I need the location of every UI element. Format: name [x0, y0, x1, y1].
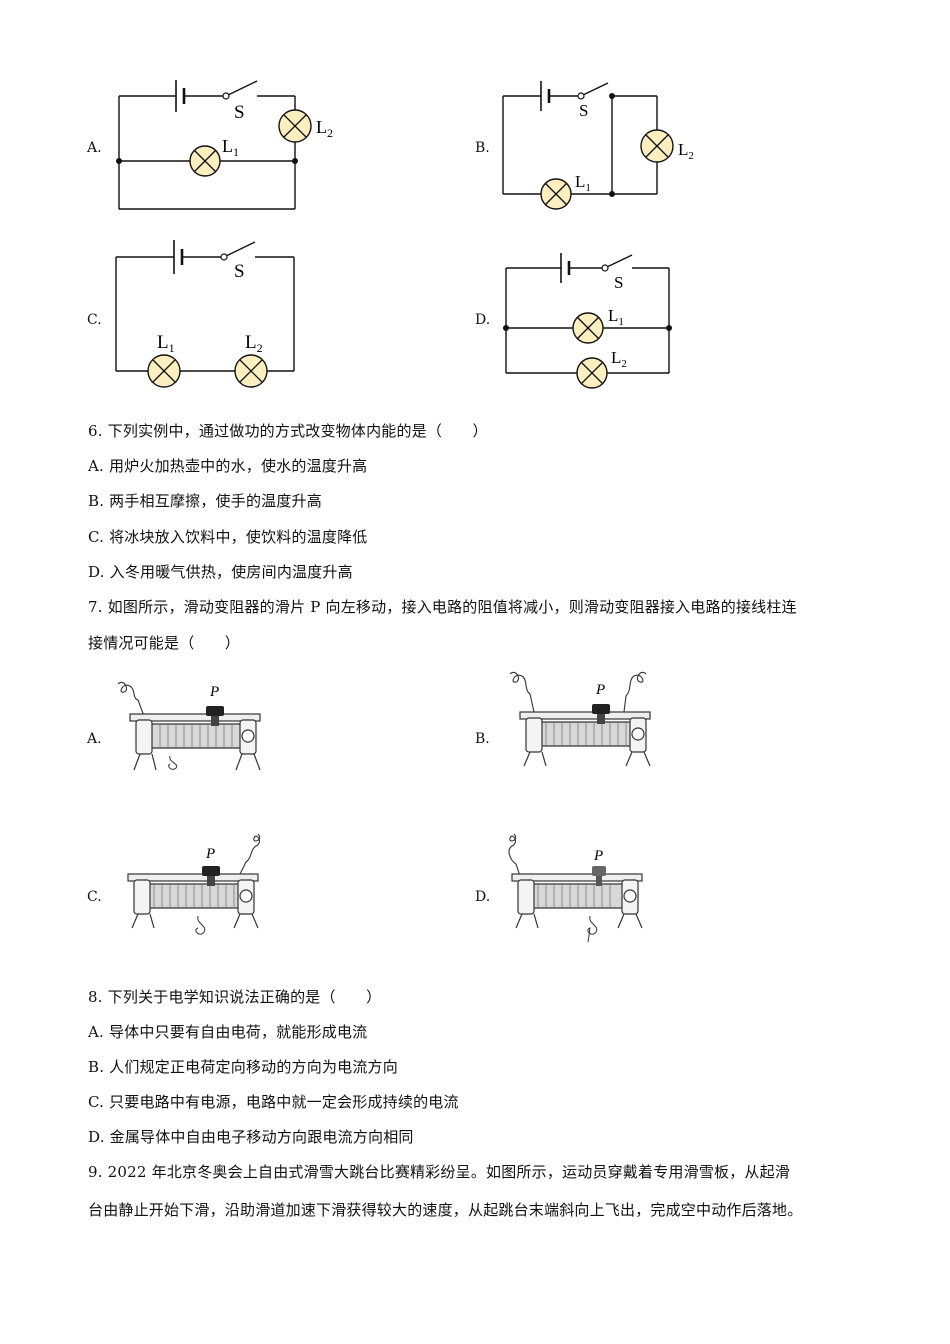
q6-stem: 6. 下列实例中，通过做功的方式改变物体内能的是（ ）: [88, 422, 488, 440]
q7-stem-line2: 接情况可能是（ ）: [88, 634, 241, 652]
q7-option-c-label[interactable]: C.: [87, 889, 102, 905]
q8-option-c[interactable]: C. 只要电路中有电源，电路中就一定会形成持续的电流: [88, 1093, 459, 1111]
lamp-l2-icon: [576, 357, 608, 389]
q8-option-d[interactable]: D. 金属导体中自由电子移动方向跟电流方向相同: [88, 1128, 414, 1146]
circuit-diagram-d: S L1 L2: [503, 253, 672, 389]
lamp-l1-label: L1: [575, 172, 591, 194]
lamp-l2-label: L2: [316, 117, 333, 140]
q6-option-a[interactable]: A. 用炉火加热壶中的水，使水的温度升高: [88, 457, 368, 475]
circuit-diagram-b: S L2 L1: [502, 81, 694, 210]
lamp-l1-icon: [540, 178, 572, 210]
lamp-l2-label: L2: [678, 140, 694, 162]
rheostat-diagram-d: P: [508, 833, 643, 943]
switch-label: S: [234, 261, 245, 282]
q8-stem: 8. 下列关于电学知识说法正确的是（ ）: [88, 988, 382, 1006]
lamp-l1-icon: [189, 145, 221, 177]
q9-stem-line2: 台由静止开始下滑，沿助滑道加速下滑获得较大的速度，从起跳台末端斜向上飞出，完成空…: [88, 1201, 803, 1219]
lamp-l1-icon: [147, 354, 181, 388]
q9-stem-line1: 9. 2022 年北京冬奥会上自由式滑雪大跳台比赛精彩纷呈。如图所示，运动员穿戴…: [88, 1163, 791, 1181]
lamp-l2-label: L2: [611, 348, 627, 370]
circuit-diagram-a: S L2 L1: [116, 80, 333, 210]
q7-option-d-label[interactable]: D.: [475, 889, 491, 905]
switch-label: S: [579, 101, 588, 120]
q5-option-d-label[interactable]: D.: [475, 312, 491, 328]
q5-option-c-label[interactable]: C.: [87, 312, 102, 328]
q8-option-b[interactable]: B. 人们规定正电荷定向移动的方向为电流方向: [88, 1058, 398, 1076]
rheostat-diagram-b: P: [509, 671, 651, 767]
switch-label: S: [234, 102, 245, 123]
q7-option-b-label[interactable]: B.: [475, 731, 490, 747]
lamp-l1-label: L1: [157, 332, 175, 355]
lamp-l2-icon: [278, 109, 312, 143]
slider-p-label: P: [593, 848, 603, 864]
q5-option-b-label[interactable]: B.: [475, 140, 490, 156]
slider-p-label: P: [209, 684, 219, 700]
lamp-l1-label: L1: [222, 136, 239, 159]
lamp-l1-icon: [572, 312, 604, 344]
rheostat-diagram-a: P: [117, 681, 261, 771]
lamp-l2-icon: [234, 354, 268, 388]
slider-p-label: P: [595, 682, 605, 698]
q6-option-d[interactable]: D. 入冬用暖气供热，使房间内温度升高: [88, 563, 353, 581]
lamp-l1-label: L1: [608, 306, 624, 328]
q6-option-c[interactable]: C. 将冰块放入饮料中，使饮料的温度降低: [88, 528, 368, 546]
lamp-l2-icon: [640, 129, 674, 163]
q5-option-a-label[interactable]: A.: [87, 140, 102, 156]
circuit-diagram-c: S L1 L2: [115, 240, 295, 388]
switch-label: S: [614, 273, 623, 292]
q8-option-a[interactable]: A. 导体中只要有自由电荷，就能形成电流: [88, 1023, 368, 1041]
slider-p-label: P: [205, 846, 215, 862]
q7-stem-line1: 7. 如图所示，滑动变阻器的滑片 P 向左移动，接入电路的阻值将减小，则滑动变阻…: [88, 598, 797, 616]
q6-option-b[interactable]: B. 两手相互摩擦，使手的温度升高: [88, 492, 322, 510]
q7-option-a-label[interactable]: A.: [87, 731, 102, 747]
rheostat-diagram-c: P: [127, 833, 261, 935]
lamp-l2-label: L2: [245, 332, 263, 355]
